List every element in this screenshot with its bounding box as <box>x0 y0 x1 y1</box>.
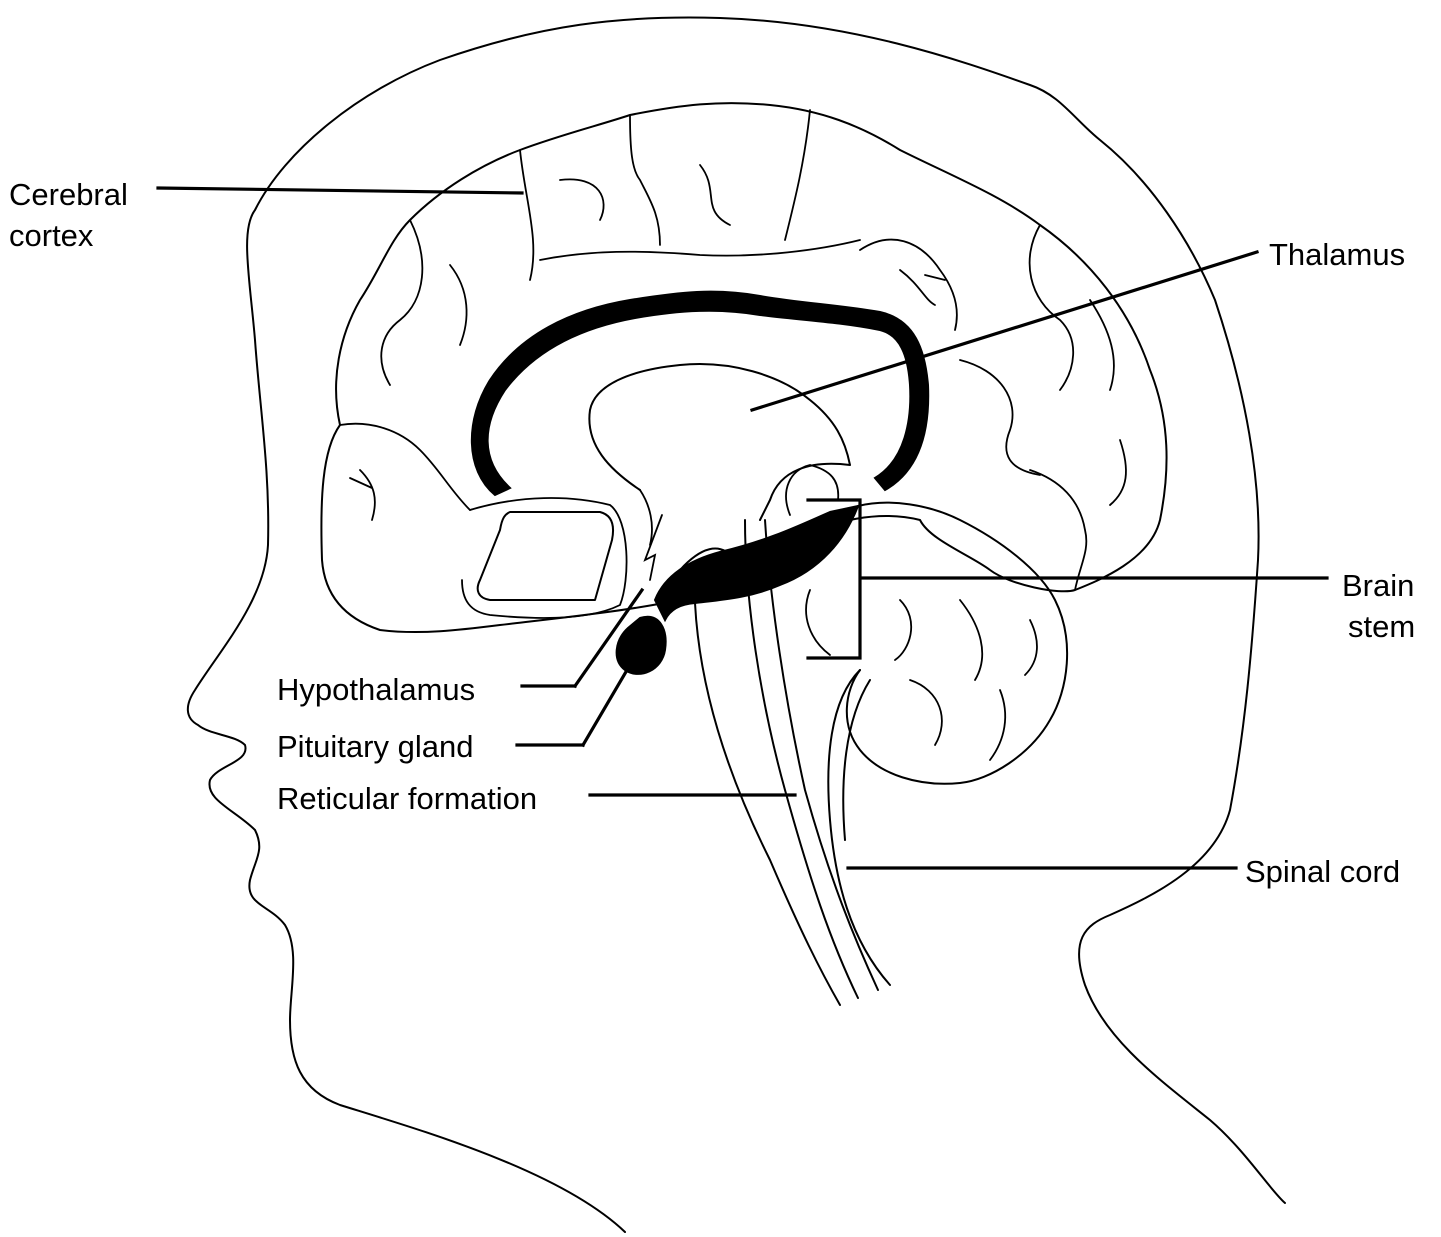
cortex-fold <box>784 109 811 241</box>
cortex-fold <box>349 469 376 521</box>
label-cerebral-cortex-line2: cortex <box>9 218 94 253</box>
hypothalamus-wedge <box>643 514 663 581</box>
cortex-fold <box>1029 469 1088 591</box>
cortex-fold <box>380 219 424 386</box>
spinal-cord-back-2 <box>842 679 871 841</box>
label-brain-stem-line2: stem <box>1348 609 1415 644</box>
cortex-fold <box>959 359 1041 476</box>
label-cerebral-cortex-line1: Cerebral <box>9 177 128 212</box>
label-hypothalamus: Hypothalamus <box>277 672 475 707</box>
head-outline <box>186 16 1286 1233</box>
spinal-cord-back <box>827 669 891 986</box>
cortex-fold <box>539 239 861 261</box>
cortex-fold <box>559 178 605 221</box>
leader-pituitary-diag <box>580 662 633 748</box>
cerebellum-fold <box>959 599 984 681</box>
leader-cerebral-cortex <box>156 186 524 195</box>
label-pituitary-gland: Pituitary gland <box>277 729 473 764</box>
label-spinal-cord: Spinal cord <box>1245 854 1400 889</box>
cortex-fold <box>1089 299 1115 391</box>
label-thalamus: Thalamus <box>1269 237 1405 272</box>
corpus-callosum <box>470 290 930 497</box>
cortex-fold <box>899 269 946 306</box>
leader-hypothalamus-diag <box>572 587 645 689</box>
brainstem-front <box>694 602 841 1006</box>
cerebellum-fold <box>894 599 912 661</box>
cortex-fold <box>699 164 731 226</box>
thalamus-region <box>588 363 851 521</box>
tectum <box>785 464 840 516</box>
frontal-lower-fold <box>461 497 628 619</box>
cortex-fold <box>449 264 468 346</box>
cerebellum-fold <box>909 679 943 746</box>
label-reticular-formation: Reticular formation <box>277 781 537 816</box>
leader-brain-stem <box>806 498 1329 660</box>
cortex-fold <box>859 238 958 331</box>
midbrain-lobe <box>805 589 831 656</box>
brainstem-inner <box>744 519 859 999</box>
cortex-fold <box>339 422 471 511</box>
cerebellum <box>845 501 1069 785</box>
olfactory-region <box>476 511 615 601</box>
cortex-fold <box>1028 224 1075 391</box>
cortex-fold <box>629 114 661 246</box>
pituitary-shape <box>615 615 667 675</box>
stem-front-curve <box>679 547 736 571</box>
cerebellum-fold <box>1024 619 1038 676</box>
cortex-fold <box>519 149 535 281</box>
brainstem-inner-2 <box>764 519 879 991</box>
cortex-fold <box>1109 439 1127 506</box>
cerebellum-fold <box>989 689 1007 761</box>
leader-thalamus <box>749 249 1260 413</box>
diencephalon-fold <box>639 489 653 546</box>
label-brain-stem-line1: Brain <box>1342 568 1414 603</box>
